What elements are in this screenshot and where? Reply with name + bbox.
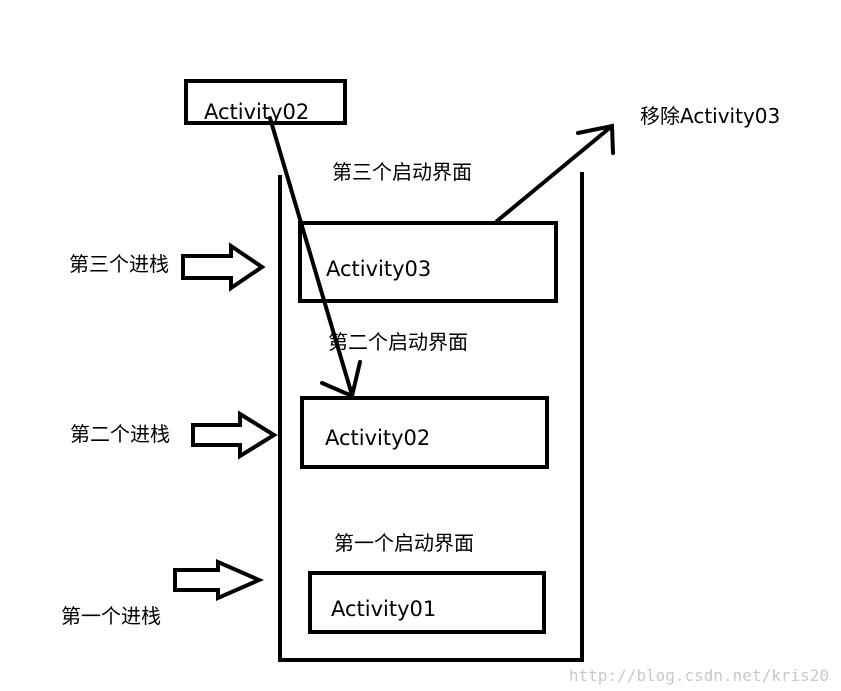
activity03-box (298, 221, 558, 303)
third-launch-label: 第三个启动界面 (332, 160, 472, 184)
first-launch-label: 第一个启动界面 (334, 531, 474, 555)
push-arrow-third (181, 242, 266, 292)
push-arrow-second (191, 410, 278, 460)
push-arrow-first (173, 558, 264, 602)
activity01-label: Activity01 (331, 597, 437, 621)
activity02-label: Activity02 (325, 426, 431, 450)
top-activity02-box (184, 79, 347, 125)
third-push-label: 第三个进栈 (69, 252, 169, 276)
watermark-text: http://blog.csdn.net/kris20 (568, 666, 829, 685)
second-push-label: 第二个进栈 (70, 422, 170, 446)
activity01-box (308, 571, 546, 634)
top-box-label: Activity02 (204, 100, 310, 124)
stack-container (278, 172, 584, 662)
activity03-label: Activity03 (326, 257, 432, 281)
reuse-arrow (268, 116, 362, 399)
remove-activity03-label: 移除Activity03 (640, 104, 781, 128)
first-push-label: 第一个进栈 (61, 604, 161, 628)
activity02-box (300, 396, 549, 469)
remove-arrow (495, 123, 615, 223)
second-launch-label: 第二个启动界面 (328, 330, 468, 354)
